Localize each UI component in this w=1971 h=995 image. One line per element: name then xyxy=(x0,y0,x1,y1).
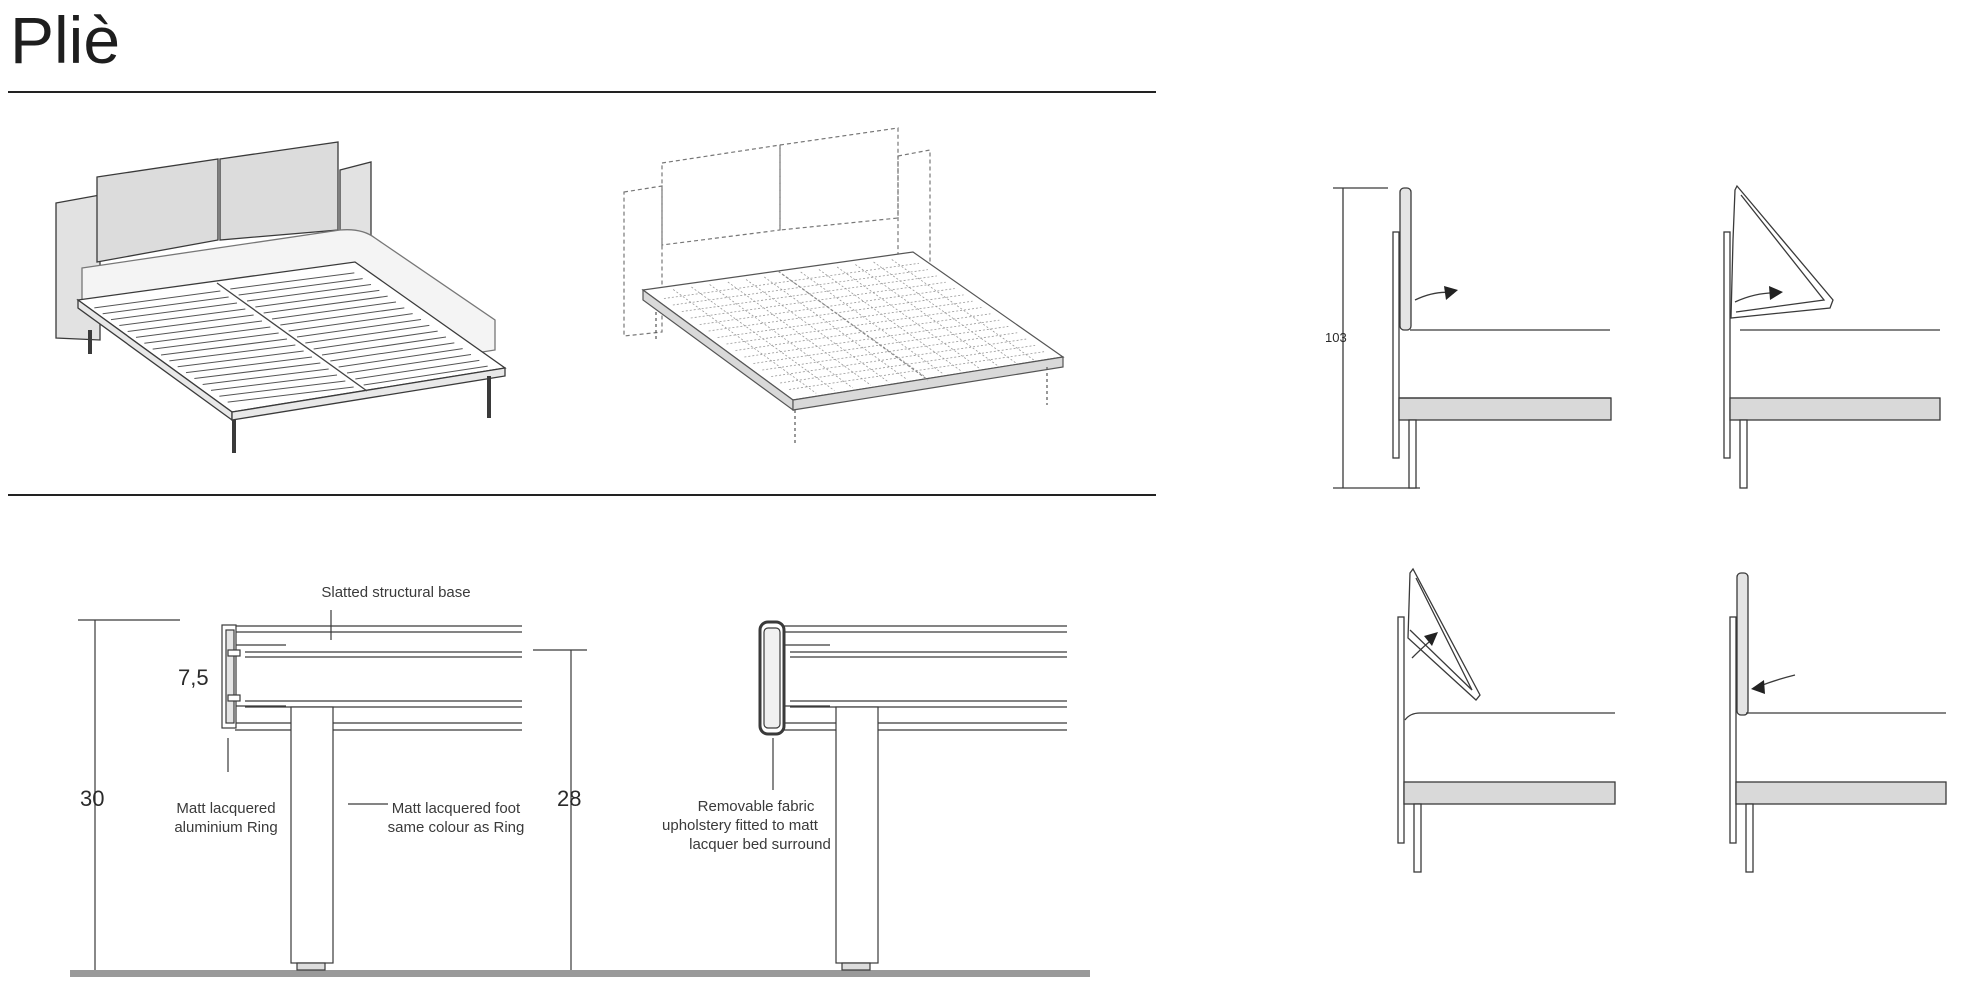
slat xyxy=(127,314,254,332)
base-grid-line xyxy=(672,289,817,394)
slat xyxy=(363,365,488,386)
slat xyxy=(271,301,397,320)
cross-section-drawing xyxy=(70,610,1090,977)
label-upholstery-line3: lacquer bed surround xyxy=(689,836,831,853)
slat xyxy=(135,320,263,338)
slatted-base xyxy=(641,251,1065,401)
slat xyxy=(280,307,405,326)
base-grid-line xyxy=(709,284,853,389)
base-grid-line xyxy=(780,344,1036,384)
slat xyxy=(177,350,304,368)
label-upholstery-line2: upholstery fitted to matt xyxy=(662,817,819,834)
slat xyxy=(238,278,363,296)
base-grid-line xyxy=(764,276,908,381)
slat xyxy=(246,284,372,302)
slat xyxy=(263,295,388,314)
dimension-ring-height: 7,5 xyxy=(178,665,209,690)
label-foot-line1: Matt lacquered foot xyxy=(392,800,521,817)
slat xyxy=(338,348,463,368)
slat xyxy=(355,359,480,380)
slat xyxy=(94,290,221,309)
slatted-base-perspective-view xyxy=(623,127,1065,444)
slat xyxy=(321,336,447,356)
base-grid-line xyxy=(800,271,944,375)
bed-perspective-view xyxy=(55,141,507,453)
slat xyxy=(210,374,338,391)
base-grid-line xyxy=(836,266,981,370)
base-grid-line xyxy=(789,351,1045,390)
slat xyxy=(152,332,279,350)
label-ring-line2: aluminium Ring xyxy=(174,819,277,836)
slat xyxy=(185,356,313,374)
slat xyxy=(160,338,288,356)
slat xyxy=(202,368,329,385)
base-grid-line xyxy=(891,259,1036,362)
slat xyxy=(119,308,246,327)
base-grid-line xyxy=(771,338,1027,377)
slat xyxy=(102,296,229,315)
slat xyxy=(330,342,455,362)
slat xyxy=(346,354,472,374)
foot-right xyxy=(835,706,879,964)
dimension-frame-height: 28 xyxy=(557,786,581,811)
slat xyxy=(194,362,321,380)
base-grid-line xyxy=(726,307,982,345)
headboard-left-panel xyxy=(96,158,219,263)
headboard-right-panel xyxy=(219,141,339,241)
base-grid-line xyxy=(818,269,963,372)
base-grid-line xyxy=(855,264,999,367)
slat xyxy=(144,326,271,344)
slat xyxy=(296,319,422,338)
side-view-returning-upright xyxy=(1729,572,1947,873)
label-foot-line2: same colour as Ring xyxy=(388,819,525,836)
slat xyxy=(227,386,354,403)
side-view-folding-back xyxy=(1723,184,1941,489)
base-grid-line xyxy=(690,281,946,319)
label-ring-line1: Matt lacquered xyxy=(176,800,275,817)
base-grid-line xyxy=(735,313,991,351)
base-grid-line xyxy=(745,279,890,383)
base-grid-line xyxy=(681,275,937,312)
dimension-total-height: 30 xyxy=(80,786,104,811)
label-upholstery-line1: Removable fabric xyxy=(698,798,815,815)
dimension-headboard-height: 103 xyxy=(1325,330,1347,345)
floor xyxy=(70,970,1090,977)
side-view-folded-forward xyxy=(1397,567,1616,873)
label-slatted-base: Slatted structural base xyxy=(321,584,470,601)
slat xyxy=(219,380,346,397)
foot-left xyxy=(290,706,334,964)
side-rail xyxy=(1398,397,1612,421)
slat xyxy=(313,330,438,350)
slat xyxy=(110,302,238,321)
slat xyxy=(305,324,430,344)
slat xyxy=(169,344,296,362)
slat xyxy=(230,272,355,290)
slat xyxy=(288,313,413,332)
page-title: Pliè xyxy=(10,3,121,77)
side-view-upright xyxy=(1333,187,1612,489)
base-grid-line xyxy=(762,332,1018,371)
slat xyxy=(255,289,380,308)
base-grid-line xyxy=(873,261,1017,364)
